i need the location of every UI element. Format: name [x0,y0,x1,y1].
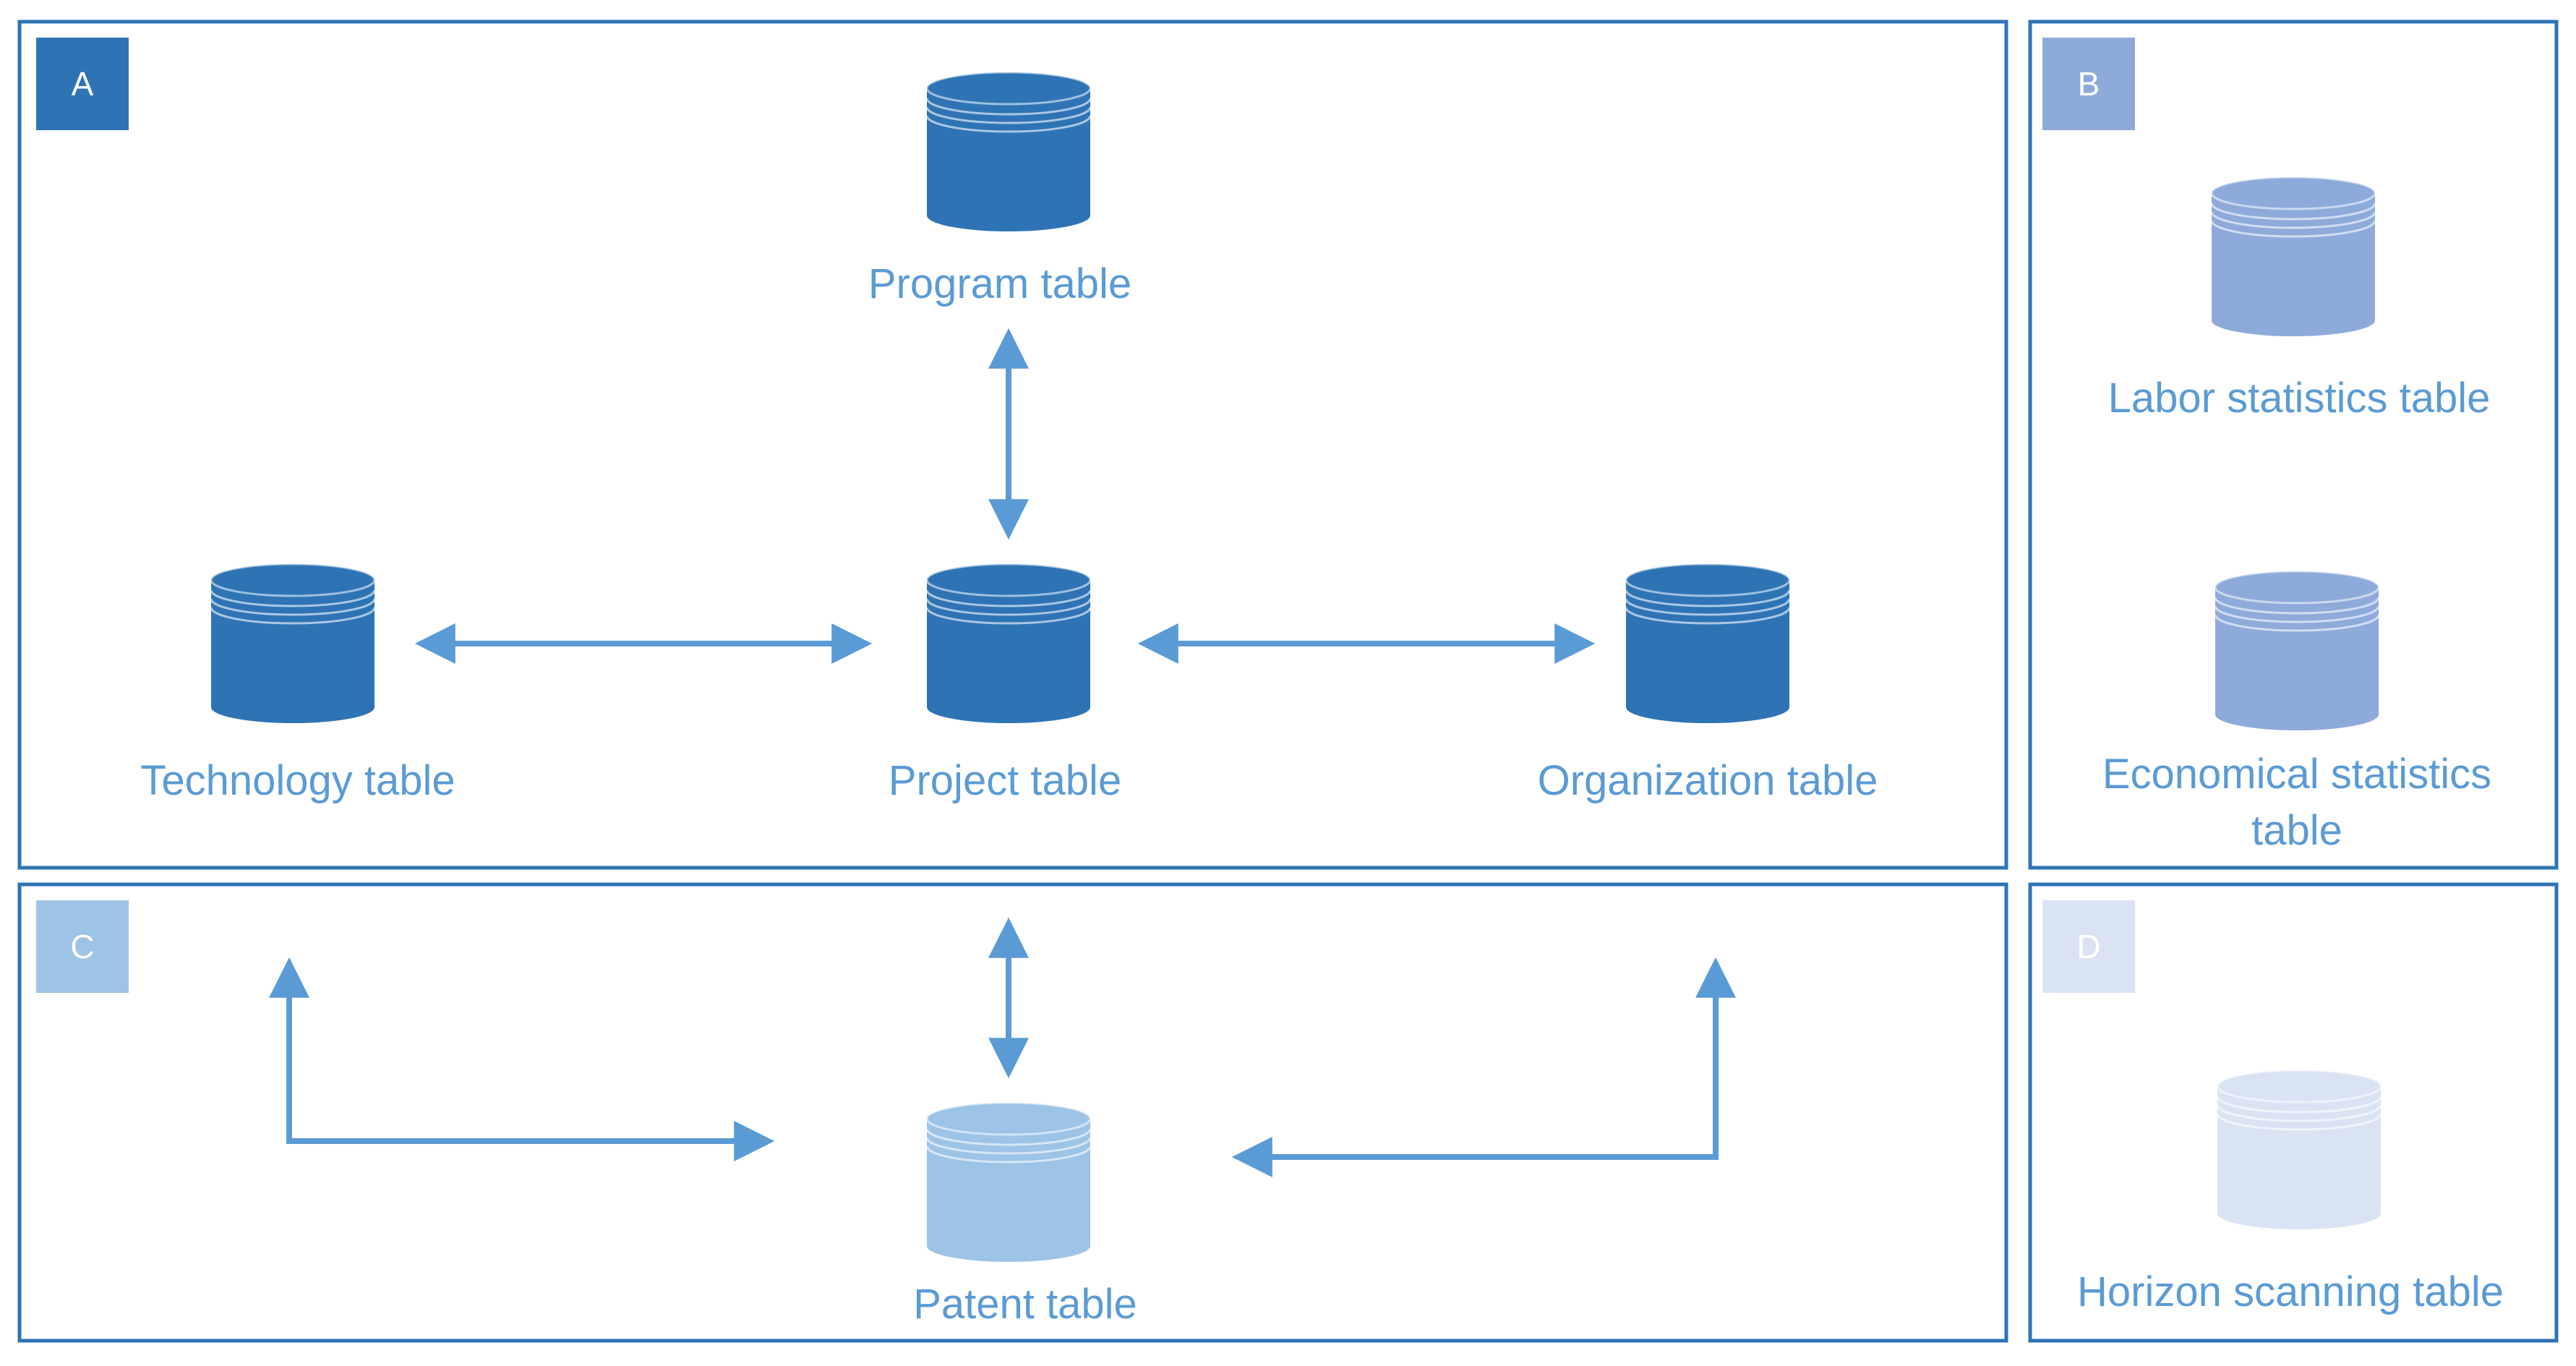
patent-cylinder-ring-1 [925,1128,1092,1146]
connectors [269,328,1736,1177]
organization-cylinder-top [1625,563,1791,597]
economical-cylinder-ring-1 [2214,597,2380,615]
project-database-icon [925,563,1092,723]
badge-d-box [2042,900,2135,993]
organization-database-icon [1625,563,1791,723]
economical-cylinder-ring-2 [2214,605,2380,623]
horizon-database-icon [2216,1069,2382,1229]
patent-database-icon [925,1101,1092,1262]
patent-cylinder-top [925,1101,1092,1136]
economical-database-icon [2214,570,2380,730]
horizon-cylinder-ring-2 [2216,1104,2382,1122]
patent-cylinder-ring-2 [925,1137,1092,1155]
panel-b [2028,20,2559,870]
program-database-icon [925,71,1092,231]
panel-a-badge: A [36,38,129,130]
svg-text:C: C [70,928,94,965]
labor-cylinder-ring-2 [2210,211,2376,229]
svg-text:A: A [72,65,94,103]
technology-cylinder-top [210,563,376,597]
program-cylinder-ring-3 [925,115,1092,133]
program-table-label: Program table [868,260,1131,307]
patent-cylinder-ring-3 [925,1145,1092,1164]
svg-text:B: B [2078,65,2100,103]
technology-cylinder-ring-1 [210,589,376,607]
panel-d [2028,882,2559,1343]
economical-cylinder-ring-3 [2214,614,2380,632]
organization-cylinder-ring-1 [1625,589,1791,607]
technology-database-icon [210,563,376,723]
panel-b-badge: B [2042,38,2135,130]
arrow-technology-patent [269,957,775,1161]
economical-statistics-table-label-line2: table [2251,807,2342,854]
economical-cylinder-top [2214,570,2380,605]
badge-c-box [36,900,129,993]
panel-c-badge: C [36,900,129,993]
labor-cylinder-ring-1 [2210,202,2376,221]
labor-cylinder-top [2210,176,2376,210]
organization-cylinder-ring-2 [1625,598,1791,616]
organization-table-label: Organization table [1538,757,1878,804]
project-cylinder-top [925,563,1092,597]
panel-a [17,20,2008,870]
horizon-cylinder-ring-3 [2216,1113,2382,1131]
svg-text:D: D [2076,928,2100,965]
labor-database-icon [2210,176,2376,336]
horizon-cylinder-top [2216,1069,2382,1104]
project-cylinder-ring-2 [925,598,1092,616]
badge-b-box [2042,38,2135,130]
organization-cylinder-ring-3 [1625,607,1791,625]
labor-cylinder-ring-3 [2210,220,2376,238]
economical-statistics-table-label-line1: Economical statistics [2102,751,2491,798]
technology-cylinder-ring-2 [210,598,376,616]
horizon-scanning-table-label: Horizon scanning table [2077,1268,2504,1315]
program-cylinder-ring-2 [925,106,1092,124]
badge-a-box [36,38,129,130]
panel-d-badge: D [2042,900,2135,993]
program-cylinder-top [925,71,1092,106]
project-cylinder-ring-1 [925,589,1092,607]
project-cylinder-ring-3 [925,607,1092,625]
labor-statistics-table-label: Labor statistics table [2108,375,2491,422]
project-table-label: Project table [889,757,1121,804]
panel-c [17,882,2008,1343]
database-icons [210,71,2382,1262]
patent-table-label: Patent table [913,1281,1137,1328]
horizon-cylinder-ring-1 [2216,1096,2382,1114]
technology-table-label: Technology table [140,757,455,804]
program-cylinder-ring-1 [925,98,1092,116]
technology-cylinder-ring-3 [210,607,376,625]
arrow-organization-patent [1231,957,1736,1177]
